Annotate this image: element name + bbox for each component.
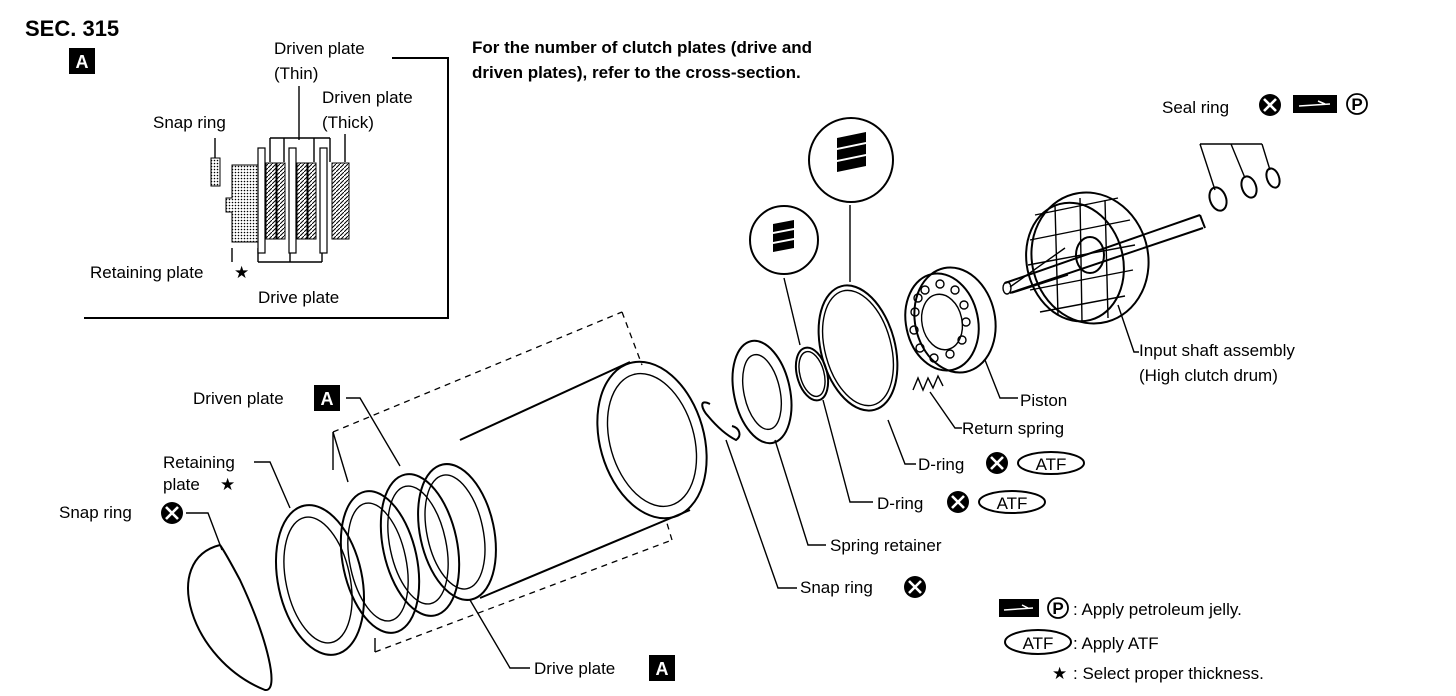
retaining-plate-left-line2: plate xyxy=(163,475,200,494)
retaining-plate-left-star: ★ xyxy=(220,475,235,494)
legend: P : Apply petroleum jelly. ATF : Apply A… xyxy=(999,597,1264,683)
snap-ring-center-label: Snap ring xyxy=(800,578,873,597)
snap-ring-left-label: Snap ring xyxy=(59,503,132,522)
inset-star-symbol: ★ xyxy=(234,263,249,282)
spring-retainer: Spring retainer xyxy=(731,339,942,555)
seal-ring-p-mark: P xyxy=(1351,95,1362,114)
input-shaft-label-line2: (High clutch drum) xyxy=(1139,366,1278,385)
snap-ring-center: Snap ring xyxy=(701,401,926,598)
piston: Piston xyxy=(904,266,1067,410)
spring-retainer-label: Spring retainer xyxy=(830,536,942,555)
legend-atf-text: : Apply ATF xyxy=(1073,634,1159,653)
return-spring: Return spring xyxy=(912,374,1064,438)
return-spring-label: Return spring xyxy=(962,419,1064,438)
legend-star-symbol: ★ xyxy=(1052,664,1067,683)
drive-plate-label: Drive plate xyxy=(534,659,615,678)
header-note-line1: For the number of clutch plates (drive a… xyxy=(472,38,812,57)
inset-tag-a: A xyxy=(69,48,95,74)
inset-snap-ring-label: Snap ring xyxy=(153,113,226,132)
legend-thickness-text: : Select proper thickness. xyxy=(1073,664,1264,683)
d-ring-small: D-ring ATF xyxy=(749,205,1046,514)
input-shaft-label-line1: Input shaft assembly xyxy=(1139,341,1295,360)
legend-petroleum-text: : Apply petroleum jelly. xyxy=(1073,600,1242,619)
drive-plate-tag: A xyxy=(656,659,669,679)
retaining-plate-left-line1: Retaining xyxy=(163,453,235,472)
driven-plate-tag: A xyxy=(321,389,334,409)
input-shaft-assembly: Input shaft assembly (High clutch drum) xyxy=(1002,191,1295,385)
clutch-pack xyxy=(274,311,708,656)
header-note-line2: driven plates), refer to the cross-secti… xyxy=(472,63,801,82)
inset-retaining-plate-label: Retaining plate xyxy=(90,263,203,282)
inset-driven-thick-line2: (Thick) xyxy=(322,113,374,132)
d-ring-2-label: D-ring xyxy=(877,494,923,513)
grease-gun-icon xyxy=(999,599,1039,617)
seal-ring-label: Seal ring xyxy=(1162,98,1229,117)
inset-driven-thin-line1: Driven plate xyxy=(274,39,365,58)
inset-driven-thick-line1: Driven plate xyxy=(322,88,413,107)
d-ring-2-atf-mark: ATF xyxy=(997,494,1028,513)
seal-rings: Seal ring P xyxy=(1162,93,1368,212)
inset-tag-a-letter: A xyxy=(76,52,89,72)
snap-ring-left xyxy=(187,544,273,691)
section-label: SEC. 315 xyxy=(25,16,119,41)
d-ring-small-detail-circle xyxy=(749,205,819,275)
d-ring-1-label: D-ring xyxy=(918,455,964,474)
piston-label: Piston xyxy=(1020,391,1067,410)
legend-p-mark: P xyxy=(1052,599,1063,618)
inset-drive-plate-label: Drive plate xyxy=(258,288,339,307)
d-ring-1-atf-mark: ATF xyxy=(1036,455,1067,474)
legend-atf-mark: ATF xyxy=(1023,634,1054,653)
left-labels: Driven plate A Retaining plate ★ Snap ri… xyxy=(59,385,675,681)
inset-frame xyxy=(84,57,449,319)
inset-cross-section: Driven plate (Thin) Driven plate (Thick)… xyxy=(84,39,449,319)
inset-driven-thin-line2: (Thin) xyxy=(274,64,318,83)
driven-plate-label: Driven plate xyxy=(193,389,284,408)
d-ring-large-detail-circle xyxy=(808,117,894,203)
